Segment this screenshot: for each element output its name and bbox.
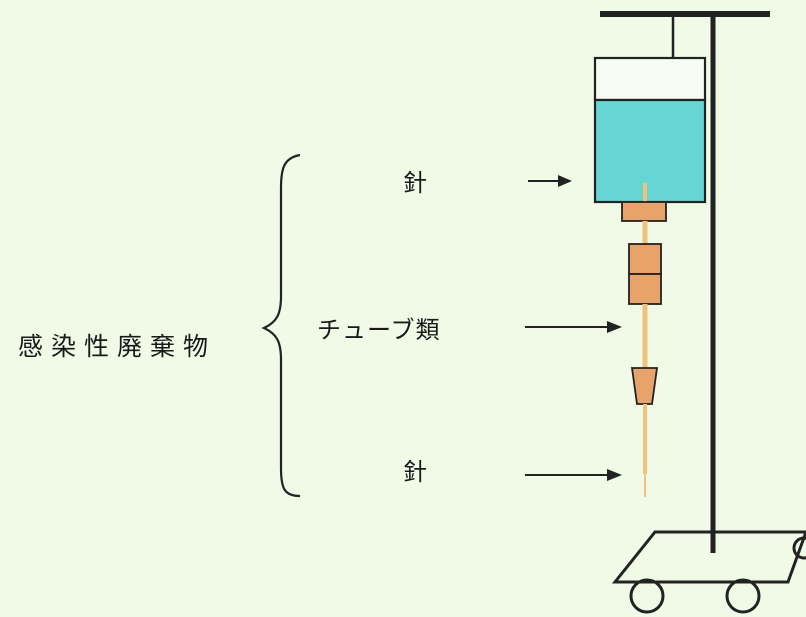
tubes-label: チューブ類 [317,316,441,344]
needle-top-label: 針 [403,169,427,197]
arrow-tubes [525,321,622,333]
stand-wheel-back [792,536,806,560]
needle-bottom-label: 針 [403,458,427,486]
stand-base [611,530,806,584]
bag-connector [621,201,667,222]
tube-connector-funnel [630,367,659,405]
drip-chamber-upper [628,243,662,275]
fluid-bag-empty-part [593,56,707,102]
drip-chamber-lower [628,273,662,305]
category-label: 感染性廃棄物 [18,332,217,361]
fluid-bag-liquid [593,98,707,204]
stand-wheel-right [725,578,761,614]
arrow-needle-bottom [525,469,622,481]
grouping-brace [261,153,301,498]
stand-wheel-left [629,578,665,614]
arrow-needle-top [528,175,572,187]
